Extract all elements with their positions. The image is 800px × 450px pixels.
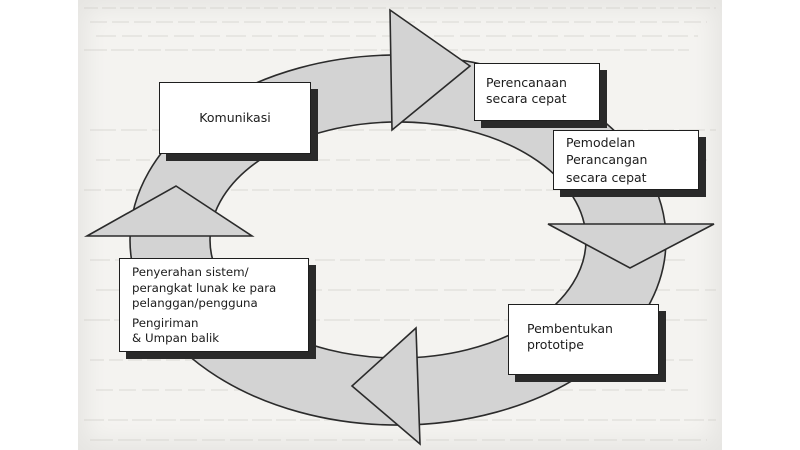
stage-label-line: secara cepat [486, 91, 567, 106]
stage-label-line: perangkat lunak ke para [132, 280, 277, 295]
stage-label-komunikasi: Komunikasi [199, 110, 271, 125]
stage-label-line: & Umpan balik [132, 331, 220, 346]
stage-label-line: secara cepat [566, 169, 647, 185]
arrow-head-right [547, 223, 715, 269]
stage-label-line: Perancangan [566, 152, 648, 168]
stage-box-komunikasi: Komunikasi [159, 82, 311, 154]
stage-label-line: Pemodelan [566, 135, 636, 150]
arrow-head-bottom [350, 326, 421, 446]
stage-label-line: Pengiriman [132, 315, 199, 330]
stage-label-line: prototipe [527, 337, 584, 352]
stage-label-line: Pembentukan [527, 321, 613, 336]
stage-box-pemodelan: Pemodelan Perancangan secara cepat [553, 130, 699, 190]
arrow-head-top [389, 8, 472, 132]
stage-box-penyerahan: Penyerahan sistem/ perangkat lunak ke pa… [119, 258, 309, 352]
stage-box-pembentukan: Pembentukan prototipe [508, 304, 659, 375]
stage-box-perencanaan: Perencanaan secara cepat [474, 63, 600, 121]
arrow-head-left [83, 185, 255, 237]
stage-label-line: Perencanaan [486, 75, 567, 90]
stage-label-line: Penyerahan sistem/ [132, 265, 249, 279]
stage-label-line: pelanggan/pengguna [132, 296, 258, 311]
